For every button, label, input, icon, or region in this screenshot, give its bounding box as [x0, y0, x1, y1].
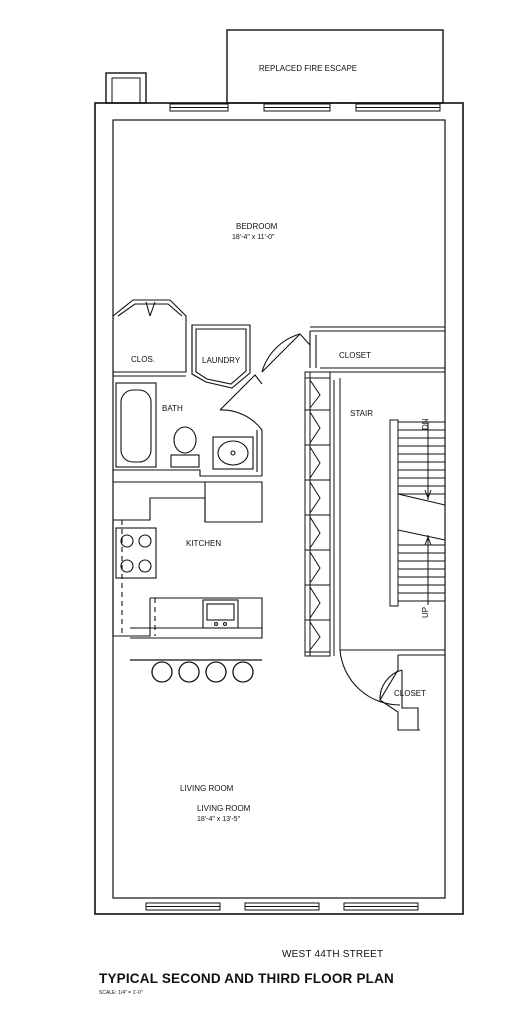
bath-fixtures	[115, 382, 254, 470]
closet-upper-label: CLOSET	[339, 351, 371, 360]
chimney	[105, 72, 147, 104]
stair-up-label: UP	[421, 607, 430, 618]
bar-stools	[130, 659, 262, 683]
cooktop	[115, 527, 157, 579]
bedroom-label: BEDROOM	[236, 222, 278, 231]
living-room-label-2: LIVING ROOM	[197, 804, 251, 813]
entry-and-lower-closet	[339, 649, 445, 731]
bedroom-dimensions: 18'-4" x 11'-0"	[232, 234, 275, 241]
clos-label: CLOS.	[131, 355, 155, 364]
plan-title: TYPICAL SECOND AND THIRD FLOOR PLAN	[99, 971, 394, 986]
stair	[339, 378, 446, 650]
hall-closets	[304, 371, 335, 657]
laundry-room	[191, 324, 251, 389]
living-room-dimensions: 18'-4" x 13'-5"	[197, 816, 241, 823]
scale-note: SCALE: 1/4" = 1'-0"	[99, 990, 143, 996]
stair-label: STAIR	[350, 409, 373, 418]
fire-escape-label: REPLACED FIRE ESCAPE	[259, 64, 357, 73]
front-windows	[145, 902, 419, 911]
exterior-walls	[94, 102, 464, 915]
interior-walls	[113, 326, 445, 477]
bath-label: BATH	[162, 404, 183, 413]
kitchen-counters	[112, 481, 263, 639]
rear-windows	[169, 103, 441, 112]
living-room-label: LIVING ROOM	[180, 784, 234, 793]
kitchen-sink	[202, 599, 239, 629]
stair-dn-label: DN	[421, 418, 430, 430]
laundry-label: LAUNDRY	[202, 356, 241, 365]
street-label: WEST 44TH STREET	[282, 949, 383, 960]
closet-lower-label: CLOSET	[394, 689, 426, 698]
kitchen-label: KITCHEN	[186, 539, 221, 548]
